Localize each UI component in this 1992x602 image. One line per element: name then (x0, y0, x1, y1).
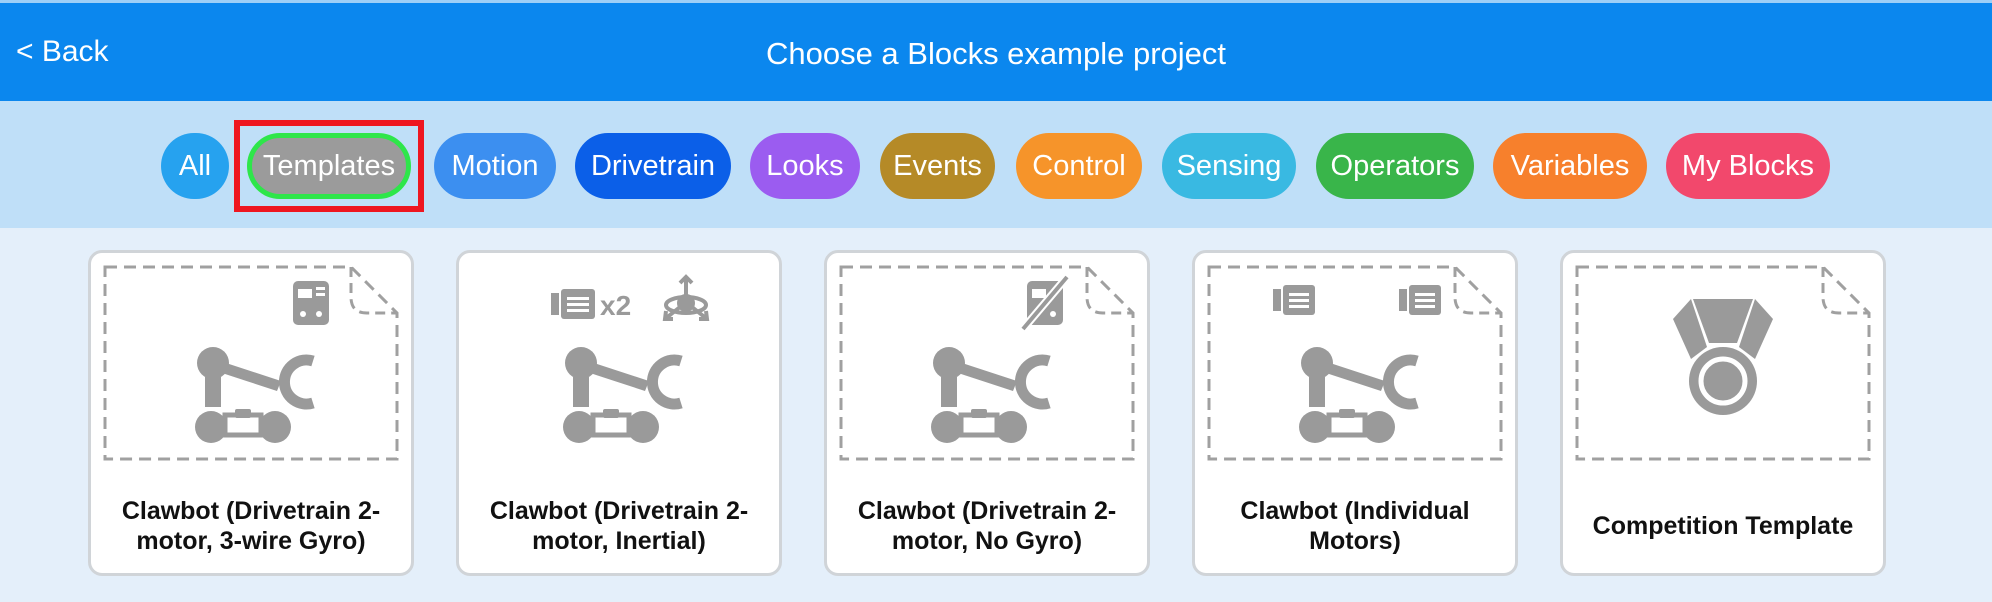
filter-events[interactable]: Events (880, 133, 995, 199)
template-thumbnail: x2 (551, 274, 710, 443)
page-title: Choose a Blocks example project (765, 36, 1227, 71)
template-thumbnail (103, 265, 399, 461)
filter-all[interactable]: All (161, 133, 229, 199)
brain-icon (293, 281, 329, 325)
project-card-title: Clawbot (Drivetrain 2-motor, 3-wire Gyro… (121, 497, 381, 555)
filter-label: Variables (1510, 149, 1630, 182)
filter-operators[interactable]: Operators (1316, 133, 1474, 199)
motor-icon (1273, 285, 1315, 315)
project-card-clawbot-no-gyro[interactable]: Clawbot (Drivetrain 2-motor, No Gyro) (824, 250, 1150, 576)
template-thumbnail (1575, 265, 1871, 461)
filter-label: Sensing (1176, 149, 1282, 182)
filter-label: Control (1032, 149, 1126, 182)
project-card-title: Competition Template (1592, 512, 1854, 540)
project-card-title: Clawbot (Individual Motors) (1240, 497, 1470, 555)
filter-label: Templates (262, 149, 396, 182)
project-card-title: Clawbot (Drivetrain 2-motor, No Gyro) (857, 497, 1117, 555)
project-card-clawbot-3wire-gyro[interactable]: Clawbot (Drivetrain 2-motor, 3-wire Gyro… (88, 250, 414, 576)
filter-label: Motion (451, 149, 539, 182)
clawbot-icon (931, 347, 1051, 443)
filter-label: All (178, 149, 212, 182)
filter-looks[interactable]: Looks (750, 133, 860, 199)
filter-label: Operators (1330, 149, 1460, 182)
filter-label: My Blocks (1681, 149, 1815, 182)
selection-highlight (234, 120, 424, 212)
clawbot-icon (1299, 347, 1419, 443)
template-thumbnail (1207, 265, 1503, 461)
back-button[interactable]: < Back (16, 35, 109, 68)
project-card-clawbot-inertial[interactable]: x2 Clawbot (Drivetrain 2-motor, Inertial… (456, 250, 782, 576)
filter-templates[interactable]: Templates (247, 133, 411, 199)
filter-label: Looks (766, 149, 844, 182)
filter-my-blocks[interactable]: My Blocks (1666, 133, 1830, 199)
clawbot-icon (563, 347, 683, 443)
filter-sensing[interactable]: Sensing (1162, 133, 1296, 199)
header-bar: < Back Choose a Blocks example project (0, 0, 1992, 101)
filter-motion[interactable]: Motion (434, 133, 556, 199)
motor-icon (1399, 285, 1441, 315)
filter-control[interactable]: Control (1016, 133, 1142, 199)
no-gyro-icon (1019, 274, 1071, 332)
project-grid: Clawbot (Drivetrain 2-motor, 3-wire Gyro… (0, 228, 1992, 602)
project-card-clawbot-individual-motors[interactable]: Clawbot (Individual Motors) (1192, 250, 1518, 576)
motor-icon (551, 289, 595, 319)
inertial-sensor-icon (662, 274, 710, 321)
clawbot-icon (195, 347, 315, 443)
medal-icon (1673, 299, 1773, 415)
project-card-title: Clawbot (Drivetrain 2-motor, Inertial) (489, 497, 749, 555)
category-filter-bar: All Templates Motion Drivetrain Looks Ev… (0, 101, 1992, 228)
filter-label: Drivetrain (590, 149, 716, 182)
filter-drivetrain[interactable]: Drivetrain (575, 133, 731, 199)
motor-count-label: x2 (600, 290, 631, 321)
filter-variables[interactable]: Variables (1493, 133, 1647, 199)
project-card-competition-template[interactable]: Competition Template (1560, 250, 1886, 576)
template-thumbnail (839, 265, 1135, 461)
filter-label: Events (893, 149, 982, 182)
